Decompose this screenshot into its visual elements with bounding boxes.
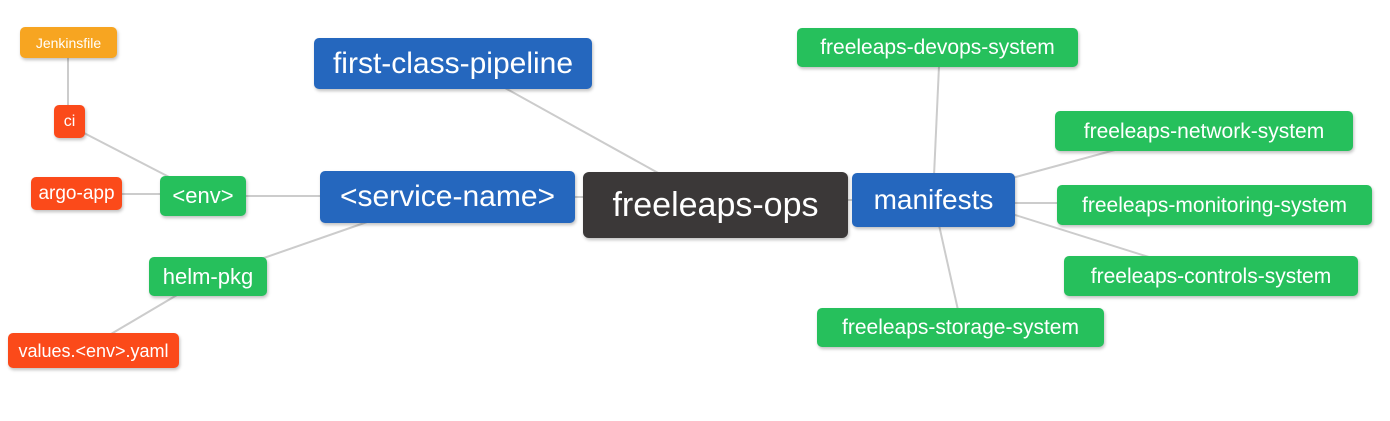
node-jenkinsfile[interactable]: Jenkinsfile xyxy=(20,27,117,58)
edge-first-class-pipeline-root xyxy=(504,87,661,175)
edge-manifests-network xyxy=(1011,149,1116,179)
node-argo-app[interactable]: argo-app xyxy=(31,177,122,210)
node-first-class-pipeline[interactable]: first-class-pipeline xyxy=(314,38,592,89)
node-values-env-yaml[interactable]: values.<env>.yaml xyxy=(8,333,179,368)
node-helm-pkg[interactable]: helm-pkg xyxy=(149,257,267,296)
node-env[interactable]: <env> xyxy=(160,176,246,216)
edge-values-helm-pkg xyxy=(110,294,178,335)
node-freeleaps-network-system[interactable]: freeleaps-network-system xyxy=(1055,111,1353,151)
node-freeleaps-controls-system[interactable]: freeleaps-controls-system xyxy=(1064,256,1358,296)
edge-manifests-storage xyxy=(938,224,959,311)
edge-helm-pkg-service-name xyxy=(257,220,371,261)
node-freeleaps-monitoring-system[interactable]: freeleaps-monitoring-system xyxy=(1057,185,1372,225)
node-freeleaps-storage-system[interactable]: freeleaps-storage-system xyxy=(817,308,1104,347)
edge-ci-env xyxy=(83,132,174,180)
node-freeleaps-devops-system[interactable]: freeleaps-devops-system xyxy=(797,28,1078,67)
node-freeleaps-ops-root[interactable]: freeleaps-ops xyxy=(583,172,848,238)
node-manifests[interactable]: manifests xyxy=(852,173,1015,227)
node-service-name[interactable]: <service-name> xyxy=(320,171,575,223)
edge-manifests-controls xyxy=(1011,213,1153,259)
edge-manifests-devops xyxy=(933,65,940,177)
node-ci[interactable]: ci xyxy=(54,105,85,138)
